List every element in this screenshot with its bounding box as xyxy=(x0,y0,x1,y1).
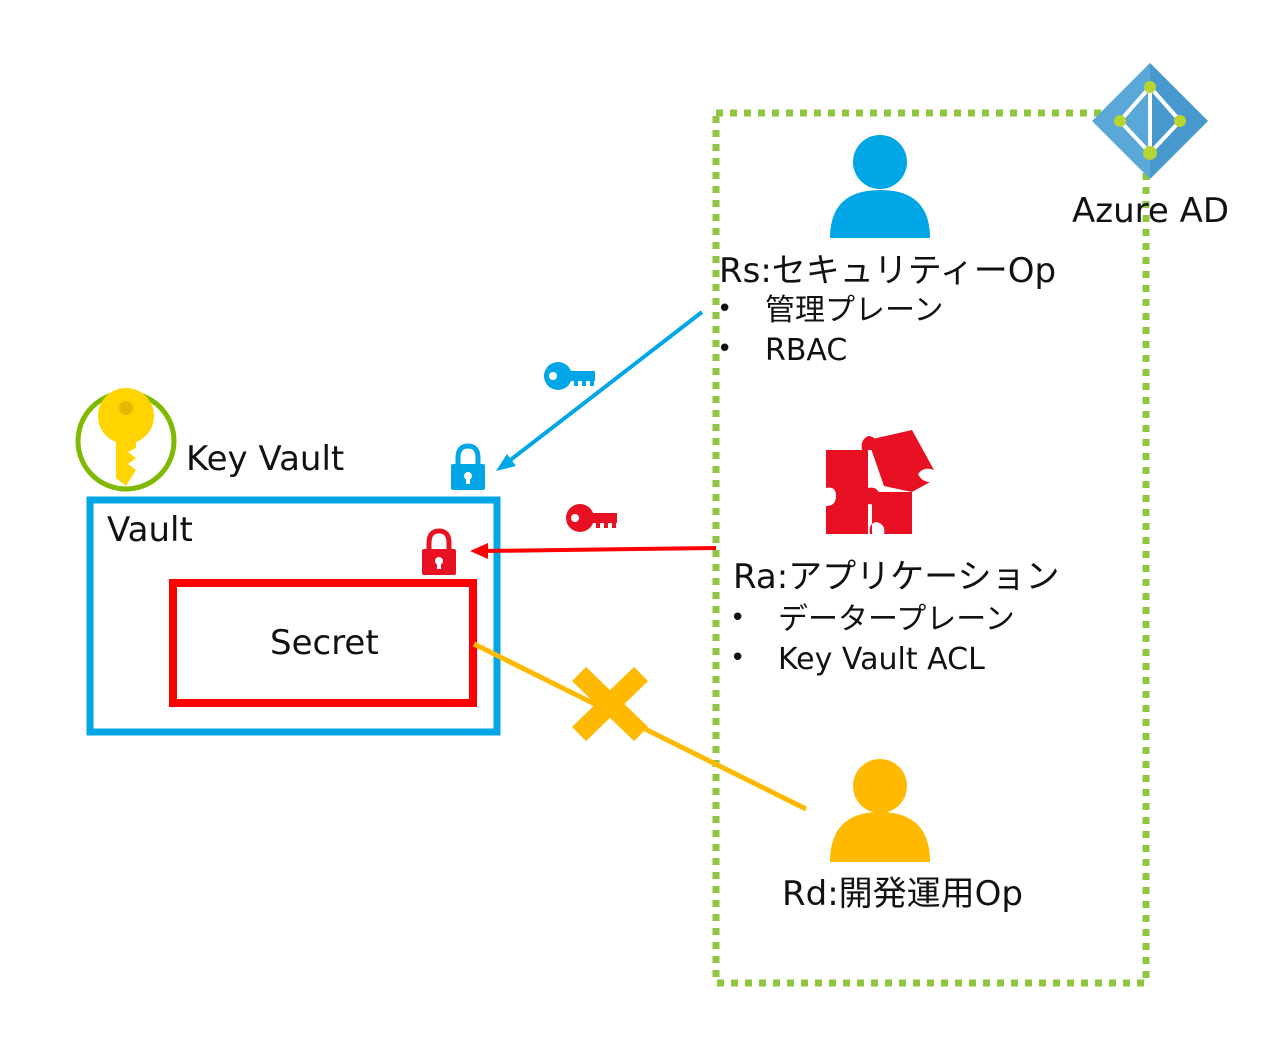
devops-user-icon xyxy=(830,759,930,862)
key-vault-icon xyxy=(75,388,177,492)
security-role-title: Rs:セキュリティーOp xyxy=(719,251,1057,291)
devops-role-title: Rd:開発運用Op xyxy=(782,874,1024,914)
secret-label: Secret xyxy=(270,623,379,663)
security-role-bullets: 管理プレーン RBAC xyxy=(717,296,944,376)
blue-key-icon xyxy=(544,362,595,390)
security-bullet-management-plane: 管理プレーン xyxy=(717,296,944,336)
denied-cross-icon xyxy=(572,666,648,742)
key-vault-label: Key Vault xyxy=(186,439,345,479)
application-bullet-key-vault-acl: Key Vault ACL xyxy=(730,645,1015,685)
azure-ad-icon xyxy=(1092,63,1208,179)
red-key-icon xyxy=(566,504,617,532)
vault-label: Vault xyxy=(107,510,193,550)
azure-ad-label: Azure AD xyxy=(1072,191,1230,231)
application-access-arrow xyxy=(483,546,717,553)
application-bullet-data-plane: データープレーン xyxy=(730,605,1015,645)
security-access-arrow xyxy=(502,310,704,467)
azure-ad-boundary xyxy=(712,109,1150,987)
blue-lock-icon xyxy=(451,443,485,490)
application-role-title: Ra:アプリケーション xyxy=(733,557,1060,597)
security-user-icon xyxy=(830,135,930,238)
secret-box xyxy=(169,579,477,707)
red-lock-icon xyxy=(422,528,456,575)
application-role-bullets: データープレーン Key Vault ACL xyxy=(730,605,1015,685)
vault-box xyxy=(86,496,501,736)
security-bullet-rbac: RBAC xyxy=(717,336,944,376)
application-puzzle-icon xyxy=(826,430,934,534)
